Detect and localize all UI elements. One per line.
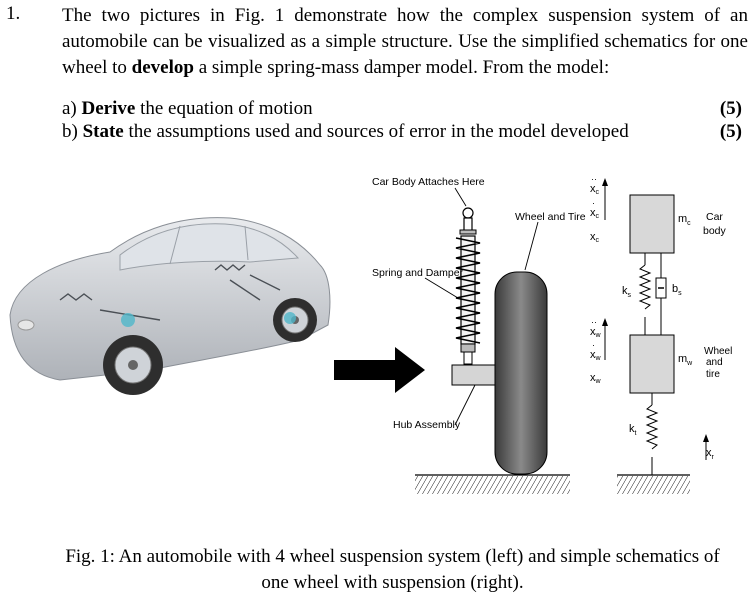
part-b-prefix: b)	[62, 121, 83, 142]
svg-text:xc: xc	[590, 231, 600, 244]
svg-text:xw: xw	[590, 372, 602, 385]
label-wheel: Wheel	[704, 346, 732, 357]
svg-text:xc: xc	[590, 183, 600, 196]
xc-labels: xc xc xc ·· ·	[590, 174, 600, 244]
svg-text:··: ··	[591, 174, 597, 184]
question-paragraph: The two pictures in Fig. 1 demonstrate h…	[62, 3, 748, 81]
svg-text:··: ··	[591, 317, 597, 327]
car-body-mass	[629, 194, 675, 254]
part-b: b) State the assumptions used and source…	[62, 120, 748, 144]
car-illustration	[9, 217, 331, 395]
caption-line-2: one wheel with suspension (right).	[261, 572, 524, 593]
svg-text:·: ·	[592, 198, 595, 208]
caption-line-1: Fig. 1: An automobile with 4 wheel suspe…	[65, 546, 720, 567]
label-mw: mw	[678, 353, 693, 367]
part-a-text: the equation of motion	[135, 98, 313, 119]
label-xr: xr	[706, 447, 715, 461]
part-b-verb: State	[82, 121, 124, 142]
label-kt: kt	[629, 423, 637, 437]
intro-text-b: a simple spring-mass damper model. From …	[193, 57, 610, 78]
svg-text:·: ·	[592, 340, 595, 350]
part-a-verb: Derive	[81, 98, 136, 119]
suspension-illustration: Car Body Attaches Here Wheel and Tire Sp…	[372, 176, 586, 494]
label-and: and	[706, 357, 723, 368]
part-b-text: the assumptions used and sources of erro…	[123, 121, 629, 142]
transition-arrow	[334, 347, 425, 393]
figure-1: Car Body Attaches Here Wheel and Tire Sp…	[9, 174, 732, 494]
label-ks: ks	[622, 285, 632, 299]
label-spring-and-damper: Spring and Damper	[372, 267, 464, 279]
question-number: 1.	[6, 3, 21, 24]
xw-labels: xw xw xw ·· ·	[590, 317, 602, 385]
intro-bold-verb: develop	[131, 57, 194, 78]
label-car: Car	[706, 211, 723, 223]
label-hub-assembly: Hub Assembly	[393, 419, 461, 431]
part-a: a) Derive the equation of motion (5)	[62, 97, 748, 121]
part-a-prefix: a)	[62, 98, 82, 119]
label-bs: bs	[672, 283, 682, 297]
svg-text:xw: xw	[590, 326, 602, 339]
spring-mass-schematic: xc xc xc ·· · xw xw xw ·· · mc Car body …	[590, 174, 732, 494]
figure-caption: Fig. 1: An automobile with 4 wheel suspe…	[40, 544, 745, 596]
label-mc: mc	[678, 213, 691, 227]
label-car-body-attaches: Car Body Attaches Here	[372, 176, 485, 188]
svg-text:xc: xc	[590, 207, 600, 220]
part-a-marks: (5)	[719, 98, 742, 119]
label-body: body	[703, 225, 727, 237]
label-tire: tire	[706, 369, 720, 380]
wheel-mass	[629, 334, 675, 394]
svg-text:xw: xw	[590, 349, 602, 362]
part-b-marks: (5)	[719, 121, 742, 142]
label-wheel-and-tire: Wheel and Tire	[515, 211, 586, 223]
intro-text-a: The two pictures in Fig. 1 demonstrate h…	[62, 5, 748, 78]
